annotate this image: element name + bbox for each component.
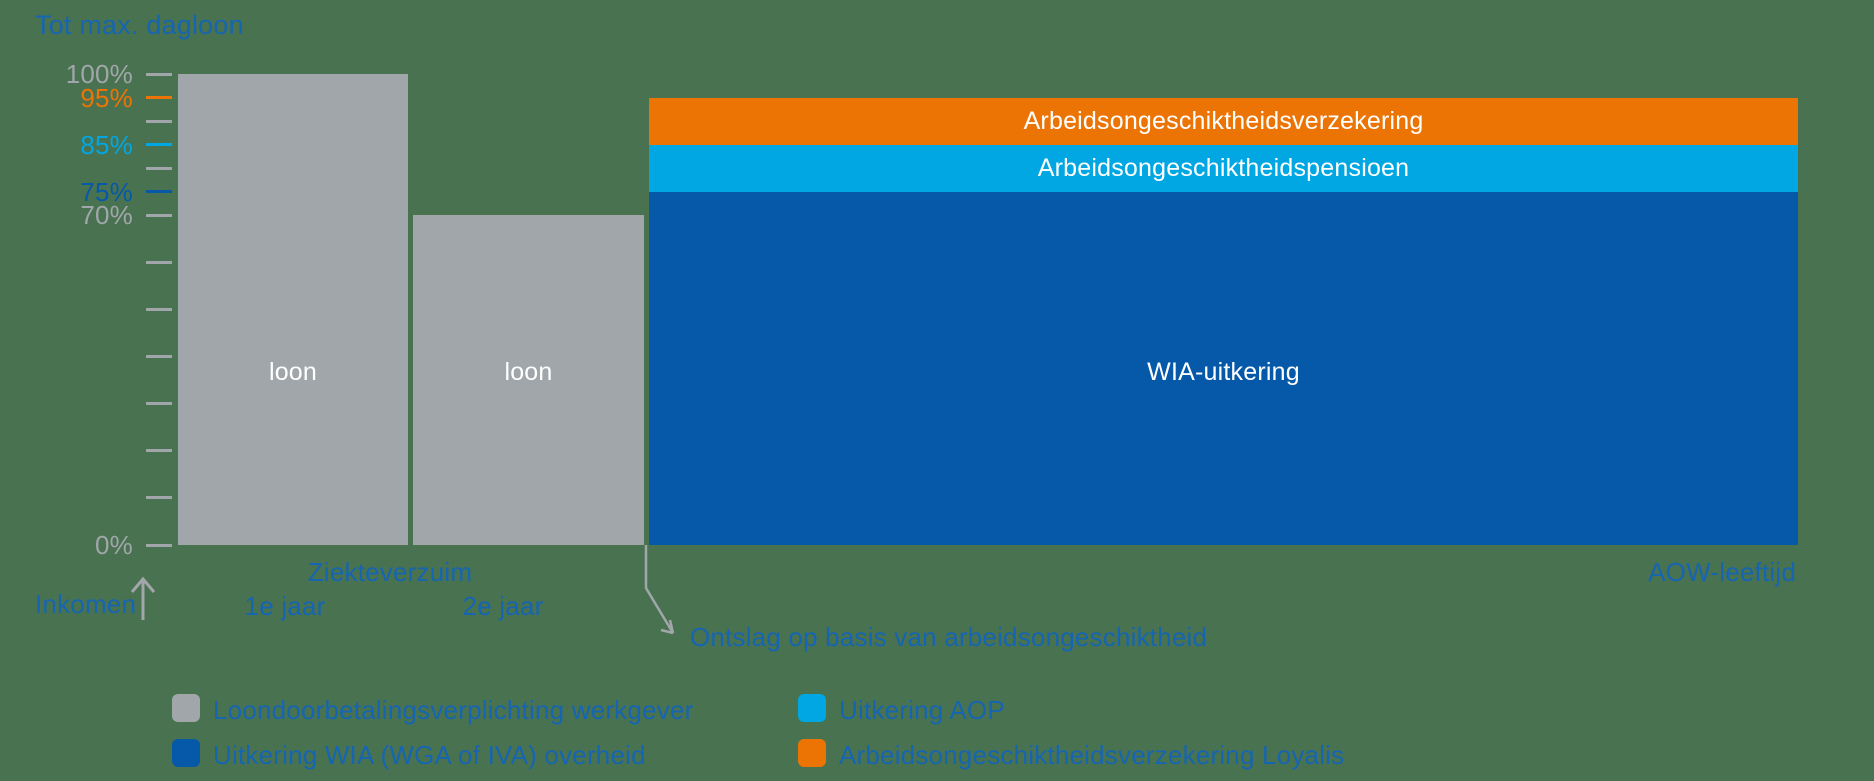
y-tick-70	[146, 213, 172, 217]
annotation-ontslag: Ontslag op basis van arbeidsongeschikthe…	[690, 622, 1208, 652]
bar-segment-ziekteverzuim-1e-jaar-gray: loon	[178, 74, 408, 545]
legend-label: Uitkering AOP	[839, 695, 1005, 725]
y-tick-10	[146, 496, 172, 500]
y-tick-40	[146, 355, 172, 359]
bar-segment-arbeidsongeschiktheid-tot-aow-orange: Arbeidsongeschiktheidsverzekering	[649, 97, 1798, 145]
y-tick-100	[146, 72, 172, 76]
bar-segment-label: WIA-uitkering	[1147, 358, 1300, 386]
bar-segment-label: loon	[504, 357, 553, 386]
bar-segment-arbeidsongeschiktheid-tot-aow-darkblue: WIA-uitkering	[649, 191, 1798, 545]
bar-segment-label: Arbeidsongeschiktheidspensioen	[1037, 154, 1410, 183]
bar-segment-label: Arbeidsongeschiktheidsverzekering	[1023, 107, 1424, 136]
y-tick-label-100: 100%	[65, 59, 133, 89]
y-tick-0	[146, 543, 172, 547]
x-label-aow-leeftijd: AOW-leeftijd	[1648, 557, 1796, 587]
y-axis-title-inkomen: Inkomen	[35, 589, 137, 619]
y-tick-label-95: 95%	[80, 82, 133, 113]
bar-segment-ziekteverzuim-2e-jaar-gray: loon	[413, 215, 644, 545]
x-label-2e-jaar: 2e jaar	[462, 591, 544, 621]
x-group-label-ziekteverzuim: Ziekteverzuim	[307, 557, 473, 587]
legend-label: Arbeidsongeschiktheidsverzekering Loyali…	[839, 740, 1345, 770]
y-tick-50	[146, 308, 172, 311]
y-tick-30	[146, 402, 172, 406]
legend-swatch-darkblue-icon	[172, 739, 200, 767]
y-tick-label-70: 70%	[80, 200, 133, 231]
legend-swatch-orange-icon	[798, 739, 826, 767]
y-tick-85	[146, 143, 172, 147]
legend-label: Uitkering WIA (WGA of IVA) overheid	[213, 740, 646, 770]
up-arrow-icon	[130, 576, 156, 620]
callout-arrow-icon	[644, 545, 675, 635]
y-tick-80	[146, 166, 172, 170]
y-tick-75	[146, 190, 172, 194]
bar-segment-arbeidsongeschiktheid-tot-aow-lightblue: Arbeidsongeschiktheidspensioen	[649, 144, 1798, 192]
legend-label: Loondoorbetalingsverplichting werkgever	[213, 695, 694, 725]
bar-segment-label: loon	[268, 358, 318, 386]
y-tick-95	[146, 96, 172, 100]
y-tick-label-85: 85%	[80, 129, 133, 160]
y-tick-label-75: 75%	[80, 176, 133, 207]
x-label-1e-jaar: 1e jaar	[244, 591, 326, 621]
y-tick-20	[146, 449, 172, 453]
legend-swatch-lightblue-icon	[798, 694, 826, 722]
y-tick-label-0: 0%	[95, 530, 133, 560]
y-tick-90	[146, 119, 172, 123]
chart-title: Tot max. dagloon	[35, 10, 244, 40]
legend-swatch-gray-icon	[172, 694, 200, 722]
y-tick-60	[146, 260, 172, 264]
